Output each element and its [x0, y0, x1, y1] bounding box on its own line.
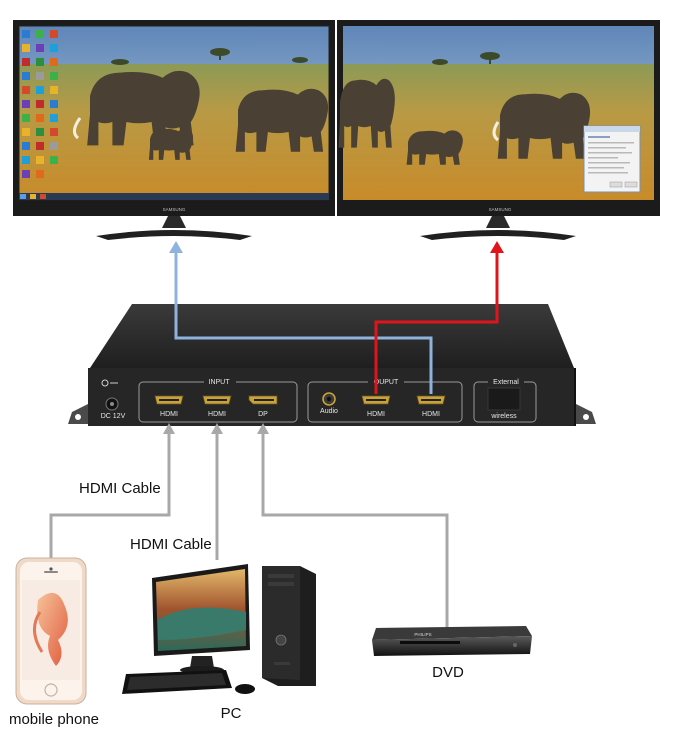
arrow-up-icon — [169, 241, 183, 253]
output-to-right-monitor-line — [374, 241, 504, 394]
splitter-device: DC 12V INPUT HDMI HDMI DP OUPUT Audio — [68, 304, 596, 426]
output-group-label: OUPUT — [374, 379, 399, 386]
arrow-up-icon — [490, 241, 504, 253]
input-hdmi-2-label: HDMI — [208, 411, 226, 418]
right-monitor-stand — [420, 230, 576, 240]
dvd-power-button[interactable] — [513, 643, 517, 647]
pc-mouse — [235, 684, 255, 694]
pc-cable-line — [211, 423, 223, 560]
input-hdmi-port-2[interactable] — [202, 395, 232, 405]
device-top-surface — [90, 304, 574, 368]
audio-jack[interactable] — [322, 392, 336, 406]
output-to-left-monitor-line — [169, 241, 433, 394]
output-hdmi-port-2[interactable] — [416, 395, 446, 405]
arrow-up-icon — [211, 423, 223, 434]
dvd-brand: PHILIPS — [414, 632, 431, 637]
audio-label: Audio — [320, 408, 338, 415]
disc-tray — [400, 641, 460, 644]
power-label: DC 12V — [101, 413, 126, 420]
desktop-icons — [22, 30, 58, 178]
phone-cable-label: HDMI Cable — [79, 480, 161, 497]
input-dp-port[interactable] — [248, 395, 278, 405]
pc-cable-label: HDMI Cable — [130, 536, 212, 553]
output-hdmi-2-label: HDMI — [422, 411, 440, 418]
betta-fish-wallpaper — [37, 592, 68, 666]
left-monitor: SAMSUNG — [13, 20, 335, 240]
output-hdmi-port-1[interactable] — [361, 395, 391, 405]
home-button[interactable] — [44, 683, 58, 697]
display-settings-window — [583, 125, 641, 193]
external-group-label: External — [493, 379, 519, 386]
left-monitor-brand: SAMSUNG — [163, 207, 186, 212]
input-hdmi-1-label: HDMI — [160, 411, 178, 418]
dvd-player: PHILIPS — [372, 626, 532, 656]
dvd-label: DVD — [432, 664, 464, 681]
mobile-phone — [15, 557, 87, 705]
input-hdmi-port-1[interactable] — [154, 395, 184, 405]
left-monitor-stand — [96, 230, 252, 240]
right-monitor: SAMSUNG — [337, 20, 660, 240]
right-monitor-brand: SAMSUNG — [489, 207, 512, 212]
power-jack — [101, 379, 119, 411]
arrow-up-icon — [163, 423, 175, 434]
input-group-label: INPUT — [209, 379, 231, 386]
input-dp-label: DP — [258, 411, 268, 418]
wireless-module — [487, 387, 521, 411]
taskbar — [19, 193, 329, 200]
output-hdmi-1-label: HDMI — [367, 411, 385, 418]
mobile-phone-label: mobile phone — [8, 711, 100, 728]
pc — [122, 564, 316, 694]
wireless-label: wireless — [490, 413, 517, 420]
dvd-cable-line — [257, 423, 449, 628]
hp-logo-icon — [275, 634, 287, 646]
pc-label: PC — [220, 705, 242, 722]
arrow-up-icon — [257, 423, 269, 434]
phone-cable-line — [49, 423, 175, 560]
